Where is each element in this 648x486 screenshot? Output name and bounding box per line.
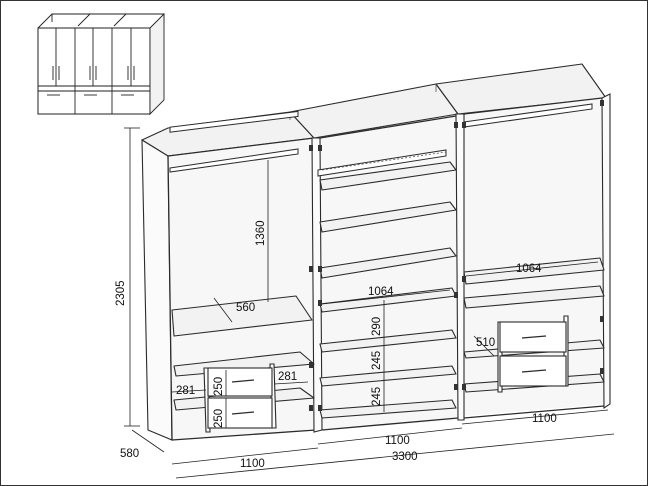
left-drawer-bottom-height-label: 250 xyxy=(213,409,225,428)
center-shelf-6 xyxy=(319,365,457,387)
hanging-height-label: 1360 xyxy=(255,220,267,246)
center-gap-top-label: 290 xyxy=(371,317,383,336)
center-gap-bottom-label: 245 xyxy=(371,387,383,406)
center-shelf-width-label: 1064 xyxy=(368,286,394,298)
left-drawer-bottom-handle xyxy=(231,411,255,415)
left-drawer-top-handle xyxy=(231,379,255,383)
left-shelf-depth-label: 560 xyxy=(236,302,255,314)
left-rail xyxy=(169,148,299,173)
right-shelf-2 xyxy=(463,285,605,309)
center-shelf-1 xyxy=(319,161,457,191)
total-height-label: 2305 xyxy=(115,280,127,306)
right-shelf-width-label: 1064 xyxy=(516,263,542,275)
center-shelf-7 xyxy=(319,399,457,419)
dimension-labels: 2305 580 1100 1100 1100 3300 1360 560 10… xyxy=(115,220,557,470)
left-shelf-1 xyxy=(171,295,313,337)
dimension-lines xyxy=(124,127,615,479)
right-drawer-top-handle xyxy=(521,335,547,339)
total-width-label: 3300 xyxy=(392,451,418,463)
right-drawer-bottom-handle xyxy=(521,369,547,373)
right-width-label: 1100 xyxy=(532,413,557,425)
left-width-label: 1100 xyxy=(240,458,265,470)
depth-label: 580 xyxy=(120,448,139,460)
left-drawer-top-height-label: 250 xyxy=(213,377,225,396)
center-width-label: 1100 xyxy=(385,435,410,447)
closed-wardrobe-thumbnail xyxy=(37,12,165,116)
center-shelf-5 xyxy=(319,329,457,353)
center-shelf-2 xyxy=(319,201,457,233)
center-shelf-3 xyxy=(319,247,457,279)
right-divider-panel xyxy=(455,113,465,421)
right-drawer-offset-label: 510 xyxy=(476,337,495,349)
left-drawer-top[interactable] xyxy=(207,367,273,397)
left-compartment-right-label: 281 xyxy=(278,371,297,383)
right-outer-side xyxy=(601,93,611,410)
wardrobe-open-view xyxy=(141,63,611,441)
center-gap-middle-label: 245 xyxy=(371,351,383,370)
left-hanging-rail xyxy=(169,110,299,133)
door-hinges xyxy=(309,100,604,411)
left-compartment-left-label: 281 xyxy=(176,385,195,397)
